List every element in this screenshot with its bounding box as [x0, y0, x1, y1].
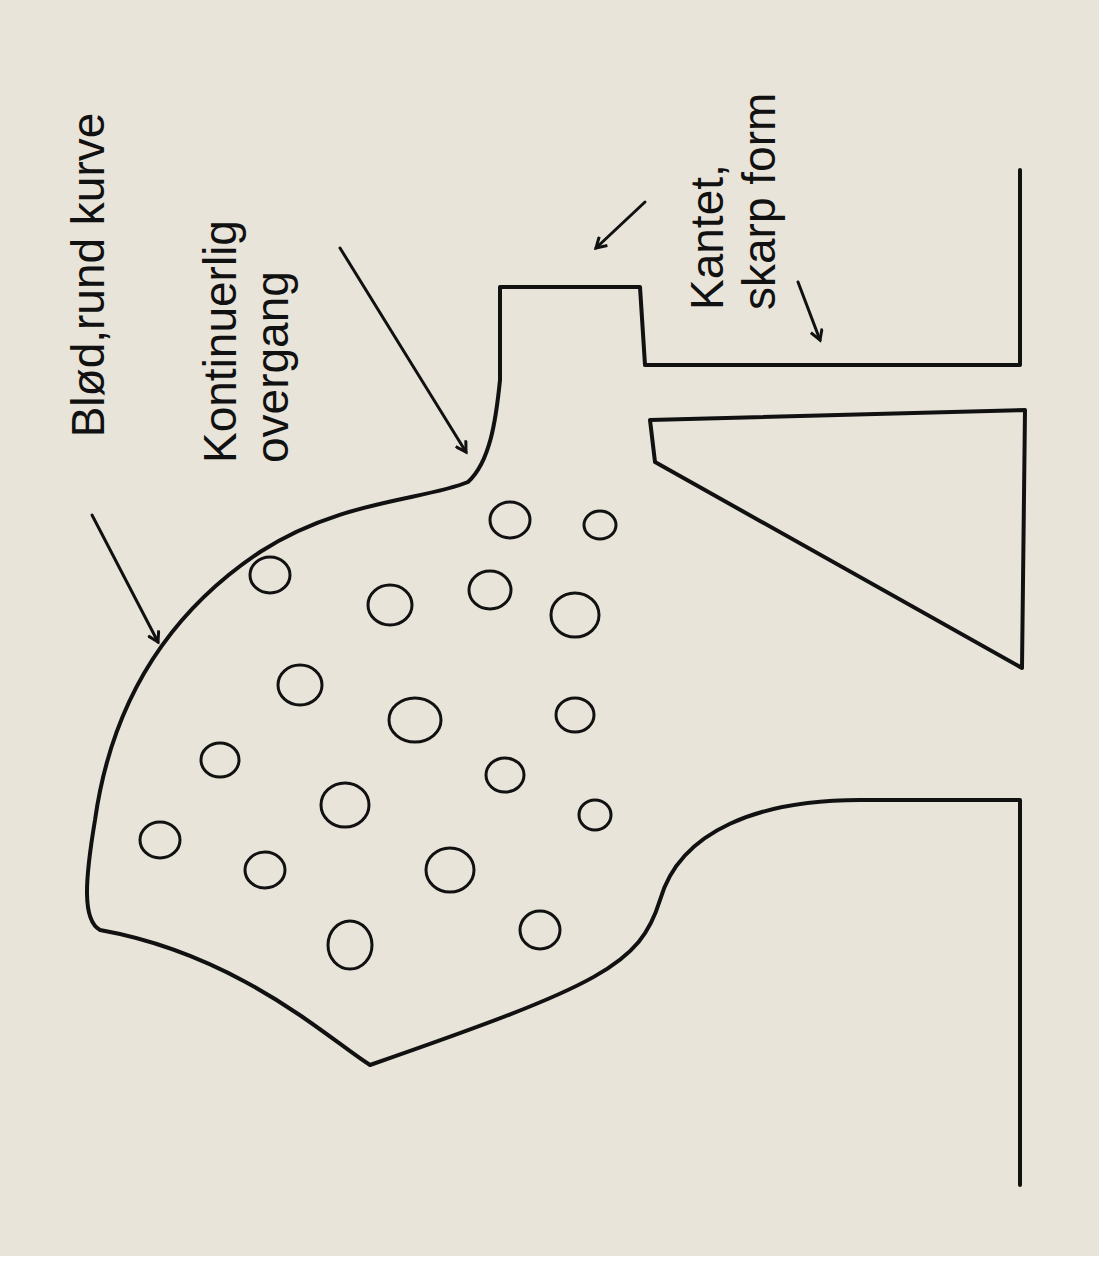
leader-line — [92, 515, 158, 642]
hole — [556, 698, 594, 732]
hole — [584, 511, 616, 539]
hole — [245, 852, 285, 888]
hole — [426, 848, 474, 892]
hole — [368, 585, 412, 625]
hole — [469, 571, 511, 609]
hole — [551, 593, 599, 637]
leader-line — [340, 248, 466, 452]
hole — [389, 698, 441, 742]
hole — [321, 783, 369, 827]
hole — [490, 502, 530, 538]
callout-label: Kantet, skarp form — [681, 70, 785, 310]
leader-line — [798, 282, 820, 340]
hole — [579, 800, 611, 830]
hole — [278, 665, 322, 705]
hole — [250, 557, 290, 593]
hole — [140, 822, 180, 858]
callout-label: Blød,rund kurve — [62, 113, 114, 438]
hole — [486, 758, 524, 792]
hole — [201, 743, 239, 777]
hole — [520, 911, 560, 949]
hole — [328, 921, 372, 969]
leader-line — [596, 202, 645, 248]
wedge-shape — [650, 410, 1025, 668]
outline — [87, 170, 1020, 1185]
callout-label: Kontinuerlig overgang — [194, 173, 298, 463]
